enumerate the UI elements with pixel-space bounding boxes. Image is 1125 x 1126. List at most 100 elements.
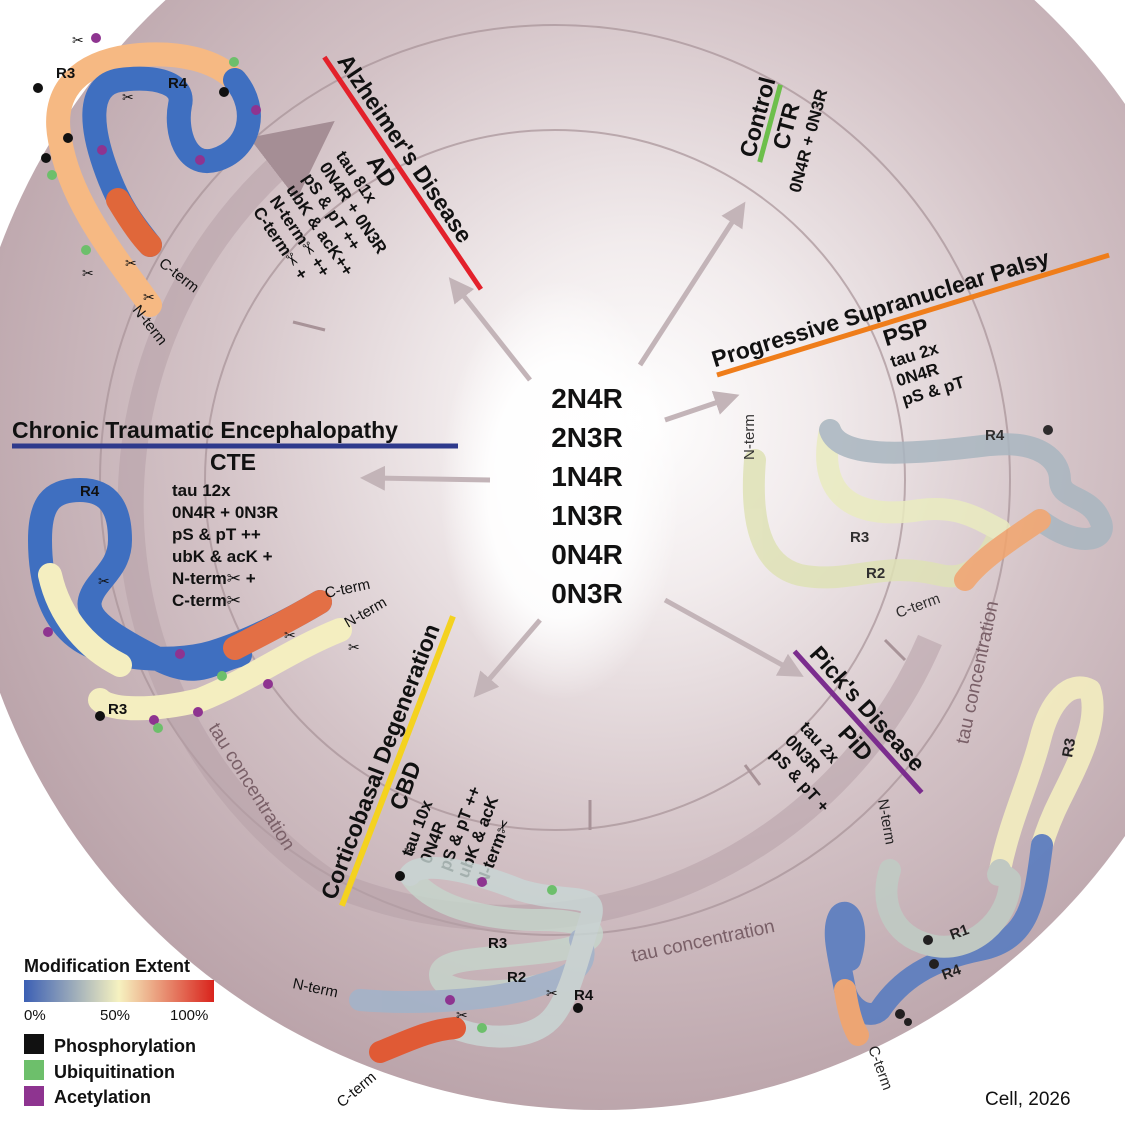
phospho-dot [895,1009,905,1019]
ubiq-dot [153,723,163,733]
fold-segment [399,864,603,1003]
scissors-icon: ✂ [125,255,137,271]
cte-info: C-term✂ [172,591,241,610]
phospho-dot [41,153,51,163]
legend-item-label: Phosphorylation [54,1036,196,1056]
legend-item-label: Acetylation [54,1087,151,1107]
cte-block: Chronic Traumatic Encephalopathy CTE tau… [12,417,458,610]
phospho-dot [904,1018,912,1026]
region-label-r3: R3 [108,701,127,718]
acetyl-dot [193,707,203,717]
legend-tick: 0% [24,1007,46,1024]
pid-filament-fold: R3 R1 R4 N-term C-term [824,676,1104,1093]
legend-tick: 100% [170,1007,208,1024]
region-label-r1: R1 [948,921,972,944]
cte-title: Chronic Traumatic Encephalopathy [12,417,398,443]
c-term-label: C-term [864,1044,896,1093]
acetyl-dot [175,649,185,659]
cte-info: ubK & acK + [172,547,273,566]
psp-color-bar [716,252,1110,378]
legend-gradient-bar [24,980,214,1002]
region-label-r2: R2 [866,565,885,582]
phospho-dot [95,711,105,721]
acetyl-dot [195,155,205,165]
region-label-r3: R3 [1059,737,1079,759]
tau-concentration-band [117,120,942,931]
legend-item-label: Ubiquitination [54,1062,175,1082]
isoform-arrows [360,201,804,698]
acetyl-dot [251,105,261,115]
ubiq-dot [47,170,57,180]
scissors-icon: ✂ [404,843,416,859]
fold-segment [989,676,1104,881]
citation: Cell, 2026 [985,1089,1071,1110]
scissors-icon: ✂ [284,627,296,643]
center-glow [440,280,680,700]
cte-info: N-term✂ + [172,569,256,588]
ubiq-dot [81,245,91,255]
legend: Modification Extent 0% 50% 100% Phosphor… [24,956,214,1107]
acetyl-dot [477,877,487,887]
phospho-dot [395,871,405,881]
fold-segment [46,42,247,317]
acetyl-dot [445,995,455,1005]
fold-segment [106,188,162,257]
legend-tick: 50% [100,1007,130,1024]
cbd-color-bar [339,615,456,907]
isoform-label: 1N4R [551,461,623,492]
phospho-dot [923,935,933,945]
region-label-r4: R4 [985,427,1005,444]
pid-color-bar [792,649,924,795]
phospho-dot [929,959,939,969]
concentration-rings [99,24,1011,936]
ubiq-dot [547,885,557,895]
fold-segment [954,509,1051,591]
phospho-dot [33,83,43,93]
fold-segment [38,563,132,677]
fold-segment [88,618,352,721]
isoform-list: 2N4R 2N3R 1N4R 1N3R 0N4R 0N3R [551,383,623,609]
cbd-filament-fold [349,856,603,1048]
ubiq-dot [217,671,227,681]
fold-segment [399,856,603,1048]
region-label-r4: R4 [574,987,594,1004]
phospho-dot [573,1003,583,1013]
acetylation-swatch [24,1086,44,1106]
region-label-r3: R3 [488,935,507,952]
cte-info: 0N4R + 0N3R [172,503,278,522]
phospho-dot [63,133,73,143]
ubiquitination-swatch [24,1060,44,1080]
fold-segment [369,1017,466,1063]
fold-segment [824,834,1053,1025]
scissors-icon: ✂ [348,639,360,655]
region-label-r2: R2 [507,969,526,986]
isoform-label: 0N4R [551,539,623,570]
scissors-icon: ✂ [72,32,84,48]
region-label-r4: R4 [940,961,964,984]
acetyl-dot [43,627,53,637]
fold-segment [223,590,332,660]
scissors-icon: ✂ [546,985,558,1001]
cte-info: tau 12x [172,481,231,500]
isoform-label: 2N3R [551,422,623,453]
phospho-dot [1043,425,1053,435]
region-label-r4: R4 [168,75,188,92]
cte-info: pS & pT ++ [172,525,261,544]
fold-segment [875,859,1021,958]
cte-abbr: CTE [210,449,256,475]
region-label-r4: R4 [80,483,100,500]
control-color-bar [757,84,783,163]
phospho-dot [219,87,229,97]
region-label-r3: R3 [56,65,75,82]
ubiq-dot [477,1023,487,1033]
scissors-icon: ✂ [122,89,134,105]
cte-filament-fold: R4 R3 C-term N-term ✂ ✂ ✂ [28,478,390,733]
region-label-r3: R3 [850,529,869,546]
isoform-label: 0N3R [551,578,623,609]
fold-segment [834,979,869,1046]
phosphorylation-swatch [24,1034,44,1054]
n-term-label: N-term [741,414,758,460]
c-term-label: C-term [334,1069,380,1111]
fold-segment [819,419,1113,550]
